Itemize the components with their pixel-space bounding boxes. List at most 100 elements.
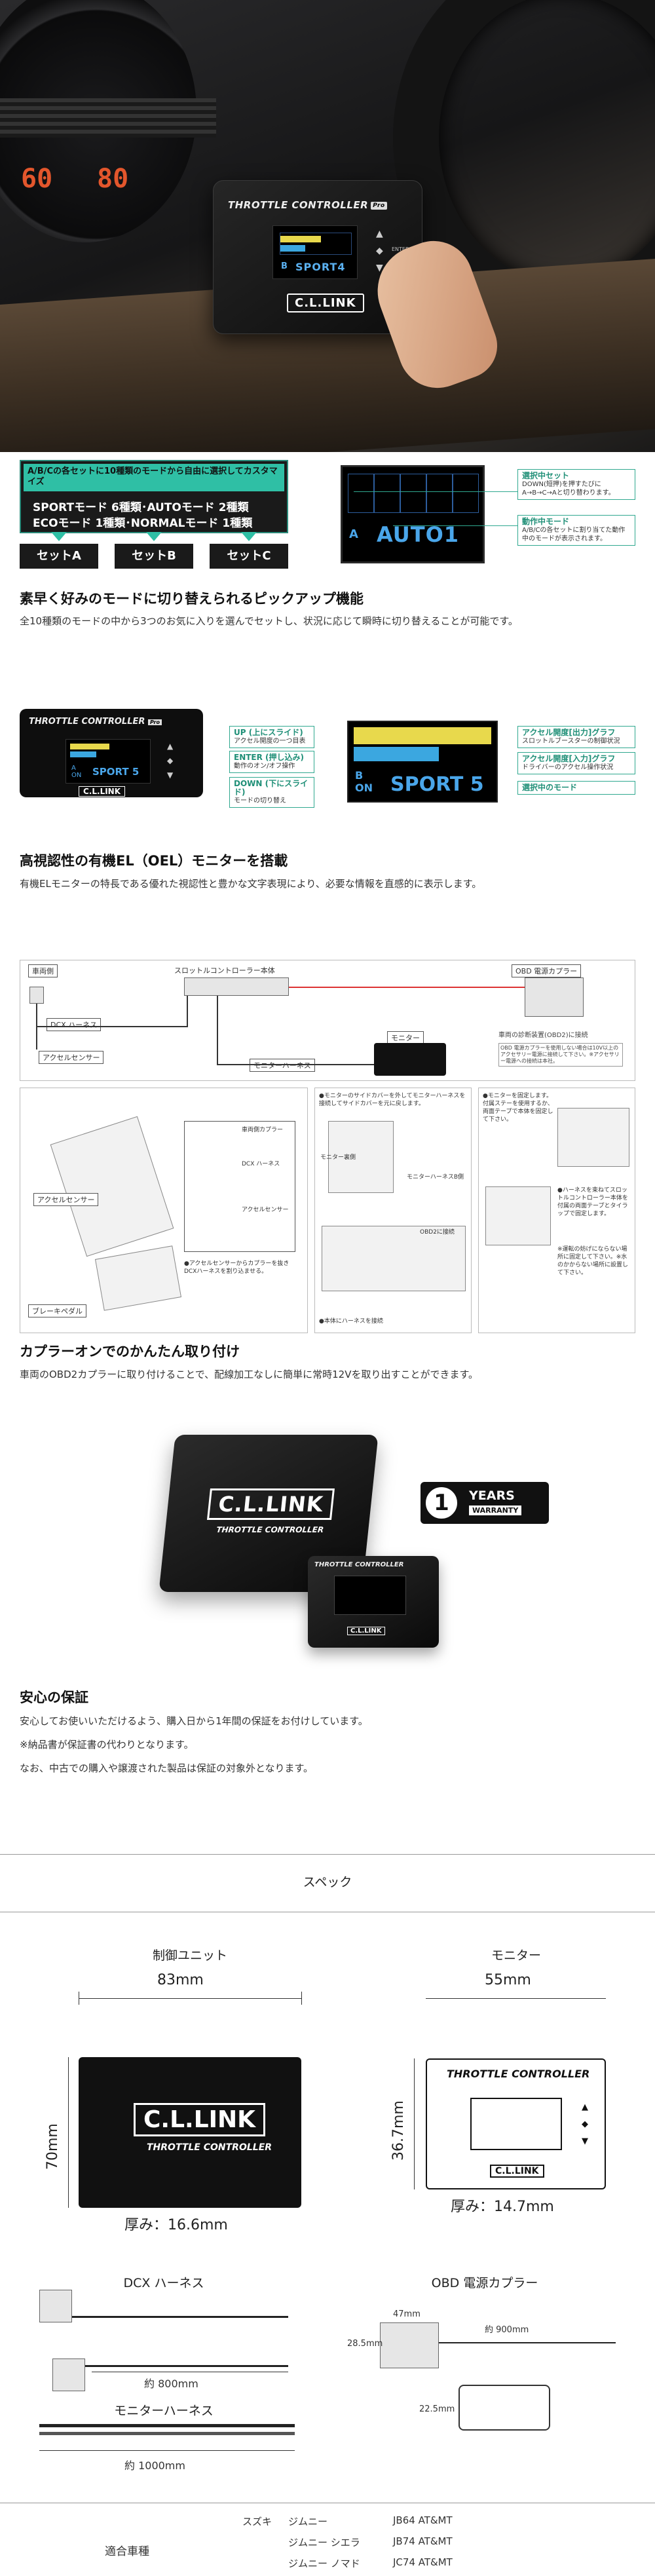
mode-text: SPORT4 [295,261,346,273]
pedal-sketch [50,1116,174,1257]
controller-body-sketch [184,977,289,996]
output-bar [354,727,491,744]
label-accel-sensor: アクセルセンサー [39,1051,104,1064]
input-bar [354,747,439,761]
callout-output-graph: アクセル開度[出力]グラフスロットルブースターの制御状況 [517,726,635,748]
set-tag-a: セットA [20,532,98,569]
dcx-coupler [52,2358,85,2391]
dcx-coupler [39,2290,72,2322]
callout-enter: ENTER (押し込み)動作のオン/オフ操作 [229,751,314,773]
unit-depth: 厚み：16.6mm [124,2217,228,2233]
body-connect-sketch [322,1226,466,1291]
oel-body: 有機ELモニターの特長である優れた視認性と豊かな文字表現により、必要な情報を直感… [20,878,482,890]
monitor-depth: 厚み：14.7mm [451,2199,554,2215]
dcx-label: DCX ハーネス [123,2276,204,2290]
monitor-set-letter: A [349,527,358,541]
gauge-number: 60 [21,164,53,194]
obd-coupler-drawing [380,2322,439,2368]
brake-pedal-sketch [94,1245,182,1311]
pickup-section: A/B/Cの各セットに10種類のモードから自由に選択してカスタマイズ SPORT… [0,452,655,675]
install-panel-1: アクセルセンサー ブレーキペダル 車両側カプラー DCX ハーネス アクセルセン… [20,1088,308,1333]
callout-up: UP (上にスライド)アクセル開度の一つ目表 [229,726,314,748]
unit-label: 制御ユニット [152,1948,227,1963]
obd-height-2: 22.5mm [419,2404,455,2414]
monitor-label: モニター [491,1948,541,1963]
warranty-line-1: 安心してお使いいただけるよう、購入日から1年間の保証をお付けしています。 [20,1715,368,1727]
monitor-sketch [374,1043,446,1076]
warranty-line-3: なお、中古での購入や譲渡された製品は保証の対象外となります。 [20,1762,314,1774]
label-vehicle-side: 車両側 [28,964,58,977]
fitment-code: JB64 AT&MT [393,2514,453,2526]
install-body: 車両のOBD2カプラーに取り付けることで、配線加工なしに簡単に常時12Vを取り出… [20,1369,478,1380]
monitor-harness-label: モニターハーネス [114,2404,214,2418]
unit-height: 70mm [45,2123,61,2170]
callout-input-graph: アクセル開度[入力]グラフドライバーのアクセル操作状況 [517,752,635,774]
set-tag-b: セットB [115,532,193,569]
label-dcx-harness: DCX ハーネス [47,1018,102,1031]
arrow-icons: ▲◆▼ [582,2102,588,2146]
obd-plug-drawing [458,2385,550,2431]
pickup-body: 全10種類のモードの中から3つのお気に入りを選んでセットし、状況に応じて瞬時に切… [20,615,518,627]
spec-divider [0,1854,655,1855]
obd-connect-label: 車両の診断装置(OBD2)に接続 [498,1032,588,1039]
wiring-diagram: 車両側 スロットルコントローラー本体 OBD 電源カプラー DCX ハーネス ア… [20,960,635,1081]
arrow-icons[interactable]: ▲◆▼ [376,229,383,273]
obd-height-1: 28.5mm [347,2339,383,2349]
obd-width: 47mm [393,2309,421,2319]
label-controller-body: スロットルコントローラー本体 [171,964,278,976]
harness-bundle-sketch [485,1186,551,1245]
obd-label: OBD 電源カプラー [431,2276,538,2290]
unit-width: 83mm [157,1972,204,1988]
device-screen: B SPORT4 [272,225,358,279]
monitor-graph-grid [348,474,479,513]
obd-coupler-sketch [525,977,584,1017]
spec-title: スペック [303,1875,352,1889]
fitment-code: JB74 AT&MT [393,2535,453,2547]
install-panel-3: ●モニターを固定します。付属ステーを使用するか、両面テープで本体を固定して下さい… [478,1088,635,1333]
arrow-icons[interactable]: ▲◆▼ [167,742,174,780]
mode-line-1: SPORTモード 6種類･AUTOモード 2種類 [33,501,249,514]
enter-label: ENTER [392,246,409,252]
mode-set-box: A/B/Cの各セットに10種類のモードから自由に選択してカスタマイズ SPORT… [20,460,288,533]
fitment-model: ジムニー シエラ [288,2537,360,2548]
monitor-mount-sketch [557,1108,629,1167]
pickup-heading: 素早く好みのモードに切り替えられるピックアップ機能 [20,591,364,607]
monitor-harness-length: 約 1000mm [124,2459,185,2472]
product-monitor: THROTTLE CONTROLLER C.L.LINK [308,1556,439,1648]
install-panels: アクセルセンサー ブレーキペダル 車両側カプラー DCX ハーネス アクセルセン… [20,1088,635,1333]
monitor-width: 55mm [485,1972,531,1988]
warranty-line-2: ※納品書が保証書の代わりとなります。 [20,1739,194,1751]
callout-mode: 選択中のモード [517,781,635,795]
dcx-length: 約 800mm [144,2377,198,2390]
label-obd-coupler: OBD 電源カプラー [512,964,582,977]
output-bar [280,236,321,242]
obd-note: OBD 電源カプラーを使用しない場合は10V以上のアクセサリー電源に接続して下さ… [498,1043,623,1067]
set-letter: B [281,261,288,271]
brand-logo: C.L.LINK [287,294,364,313]
callout-down: DOWN (下にスライド)モードの切り替え [229,777,314,808]
label-monitor: モニター [387,1031,424,1044]
obd-length: 約 900mm [485,2325,529,2335]
input-bar [280,245,305,252]
fitment-code: JC74 AT&MT [393,2556,453,2568]
callout-leader [393,525,517,526]
fitment-model: ジムニー [288,2516,328,2528]
install-heading: カプラーオンでのかんたん取り付け [20,1344,240,1359]
callout-active-mode: 動作中モード A/B/Cの各セットに割り当てた動作中のモードが表示されます。 [517,515,635,546]
set-header: A/B/Cの各セットに10種類のモードから自由に選択してカスタマイズ [24,464,284,491]
vehicle-coupler-sketch [29,987,44,1004]
set-tags: セットA セットB セットC [20,532,288,570]
unit-spec-drawing: C.L.LINK THROTTLE CONTROLLER [79,2057,301,2208]
monitor-mode: AUTO1 [377,522,460,547]
label-monitor-harness: モニターハーネス [250,1059,315,1072]
monitor-spec-drawing: THROTTLE CONTROLLER ▲◆▼ C.L.LINK [426,2058,606,2189]
install-panel-2: ●モニターのサイドカバーを外してモニターハーネスを接続してサイドカバーを元に戻し… [314,1088,472,1333]
monitor-back-sketch [328,1121,394,1193]
callout-selected-set: 選択中セット DOWN(短押)を押すたびにA→B→C→Aと切り替わります。 [517,469,635,500]
